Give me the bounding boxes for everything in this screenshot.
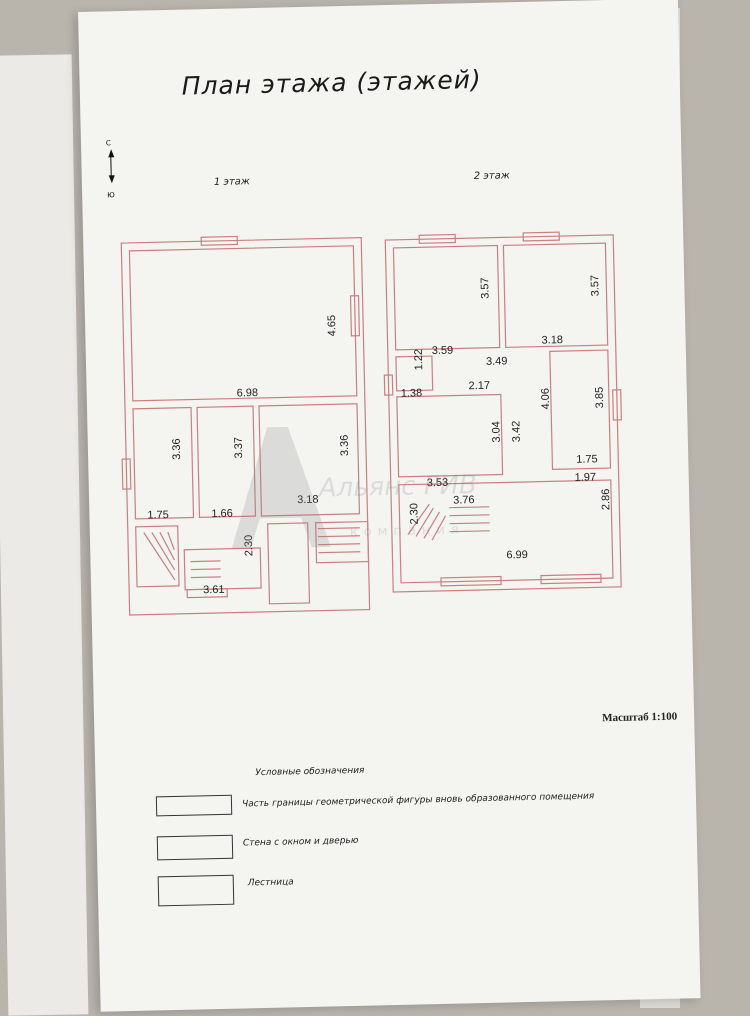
floor2-room-4 xyxy=(549,349,612,470)
floor2-dimension-label: 3.85 xyxy=(594,387,606,409)
floor1-dimension-label: 2.30 xyxy=(243,535,255,557)
floor2-window-top-1 xyxy=(418,233,456,244)
floor2-dimension-label: 1.75 xyxy=(576,453,598,465)
floor2-hall xyxy=(398,479,614,584)
legend-item-boundary: Часть границы геометрической фигуры внов… xyxy=(241,791,595,810)
floor2-dimension-label: 1.38 xyxy=(401,387,423,399)
floor2-small-room xyxy=(395,355,434,392)
floor1-dimension-label: 3.61 xyxy=(203,584,225,596)
floor1-outer-wall xyxy=(120,237,371,616)
legend-symbol-boundary xyxy=(155,794,233,817)
floor2-dimension-label: 2.30 xyxy=(408,503,420,525)
floor1-porch xyxy=(315,520,370,564)
floor2-plan xyxy=(383,231,623,593)
floor1-window-right xyxy=(349,295,361,337)
floor2-dimension-label: 3.04 xyxy=(490,421,502,443)
floor2-room-3 xyxy=(396,393,504,478)
floor2-window-bottom-1 xyxy=(440,575,502,587)
legend-title: Условные обозначения xyxy=(255,765,365,779)
floor1-plan xyxy=(120,235,371,616)
floor2-dimension-label: 3.57 xyxy=(479,277,491,299)
floor2-dimension-label: 3.18 xyxy=(541,334,563,346)
floor1-room-2 xyxy=(196,405,257,518)
floor2-dimension-label: 3.76 xyxy=(453,494,475,506)
legend-item-wall: Стена с окном и дверью xyxy=(242,835,359,849)
floor1-room-large xyxy=(128,245,358,402)
floor1-window-bottom xyxy=(186,588,228,599)
floor1-room-1 xyxy=(132,406,195,520)
floor2-dimension-label: 1.22 xyxy=(413,349,425,371)
floor2-dimension-label: 1.97 xyxy=(575,471,597,483)
floor2-dimension-label: 3.42 xyxy=(510,421,522,443)
floor2-dimension-label: 3.53 xyxy=(427,477,449,489)
floor1-dimension-label: 3.18 xyxy=(297,494,319,506)
document-sheet: План этажа (этажей) С Ю 1 этаж 2 этаж xyxy=(78,0,701,1012)
floor1-window-left xyxy=(121,458,132,490)
floor1-dimension-label: 3.36 xyxy=(339,435,351,457)
floor2-dimension-label: 2.17 xyxy=(468,380,490,392)
scale-label: Масштаб 1:100 xyxy=(602,710,678,725)
floor1-window-top xyxy=(200,235,238,246)
floor1-stairs xyxy=(143,527,361,581)
floor2-window-right xyxy=(612,389,623,421)
legend-item-stairs: Лестница xyxy=(247,877,294,889)
floor2-stairs xyxy=(407,503,490,541)
floor2-dimension-label: 3.49 xyxy=(486,355,508,367)
floor1-dimension-label: 1.75 xyxy=(147,509,169,521)
floor1-dimension-label: 6.98 xyxy=(237,387,259,399)
floor2-dimension-label: 4.06 xyxy=(540,388,552,410)
floor1-corridor xyxy=(267,522,311,605)
background-paper-left xyxy=(0,54,89,1016)
floor1-stair-room xyxy=(135,525,180,588)
floor2-window-left xyxy=(383,374,394,396)
floor1-room-3 xyxy=(258,403,361,517)
floor2-dimension-label: 6.99 xyxy=(506,549,528,561)
floor1-dimension-label: 3.36 xyxy=(171,438,183,460)
floor2-room-1 xyxy=(392,244,501,351)
floor2-dimension-label: 2.86 xyxy=(600,489,612,511)
legend-symbol-wall xyxy=(156,834,234,861)
floor2-window-bottom-2 xyxy=(540,573,602,585)
floor1-dimension-label: 3.37 xyxy=(233,437,245,459)
floor2-dimension-label: 3.59 xyxy=(432,345,454,357)
floor-plans: 4.65 6.98 3.36 3.37 3.36 1.75 1.66 3.18 2.30 3.61… xyxy=(120,231,623,616)
floor2-outer-wall xyxy=(384,234,622,593)
floor2-dimension-label: 3.57 xyxy=(589,275,601,297)
floor1-dimension-label: 1.66 xyxy=(211,508,233,520)
floor2-window-top-2 xyxy=(522,231,560,242)
floor2-room-2 xyxy=(502,242,609,348)
floor1-dimension-label: 4.65 xyxy=(326,315,338,337)
legend-symbol-stairs xyxy=(157,874,235,907)
